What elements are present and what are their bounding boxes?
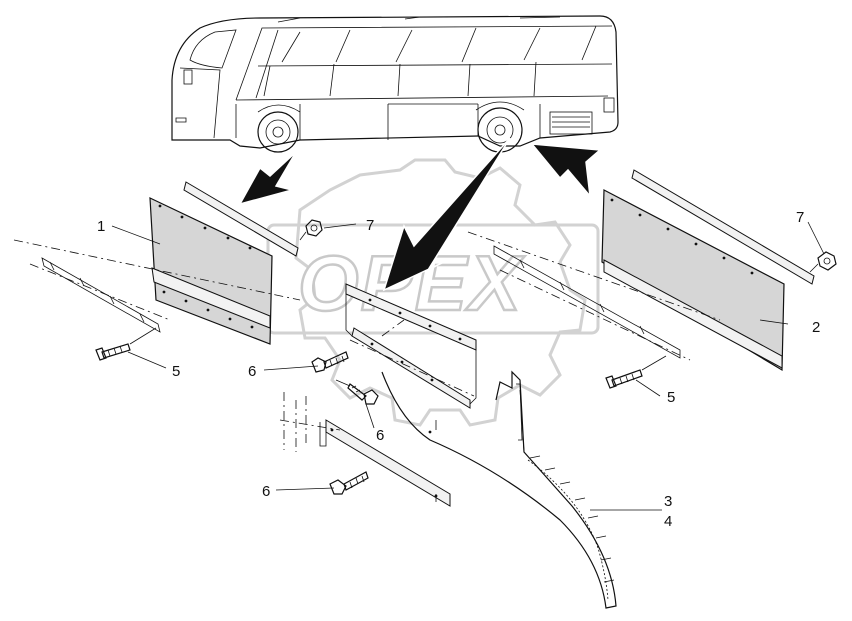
callout-6-upper: 6 bbox=[248, 363, 256, 380]
screw-6-lower bbox=[329, 471, 369, 495]
callout-7-right: 7 bbox=[796, 209, 804, 226]
arrow-rear-wheel-arch bbox=[382, 137, 511, 292]
callout-5-right: 5 bbox=[667, 389, 675, 406]
callout-6-middle: 6 bbox=[376, 427, 384, 444]
screw-5-right bbox=[605, 355, 667, 389]
lower-bracket bbox=[279, 392, 451, 507]
nut-7-left bbox=[299, 219, 323, 241]
callouts: 1 2 3 4 5 5 6 6 6 7 7 bbox=[97, 209, 820, 530]
arrow-rear-flap bbox=[530, 143, 602, 199]
callout-6-lower: 6 bbox=[262, 483, 270, 500]
wheel-arch-trim bbox=[381, 370, 617, 609]
location-arrows bbox=[238, 137, 602, 292]
nut-7-right bbox=[809, 251, 837, 273]
mud-flap-right bbox=[467, 169, 815, 372]
callout-2: 2 bbox=[812, 319, 820, 336]
screw-6-upper bbox=[311, 351, 349, 373]
bus-illustration bbox=[171, 15, 619, 153]
callout-5-left: 5 bbox=[172, 363, 180, 380]
leader-lines bbox=[111, 221, 825, 511]
screw-6-middle bbox=[335, 379, 379, 405]
arrow-front-flap bbox=[238, 151, 297, 206]
callout-7-left: 7 bbox=[366, 217, 374, 234]
callout-3: 3 bbox=[664, 493, 672, 510]
center-bracket bbox=[345, 283, 477, 409]
mud-flap-left bbox=[13, 181, 301, 345]
callout-1: 1 bbox=[97, 218, 105, 235]
screw-5-left bbox=[95, 327, 157, 361]
callout-4: 4 bbox=[664, 513, 672, 530]
